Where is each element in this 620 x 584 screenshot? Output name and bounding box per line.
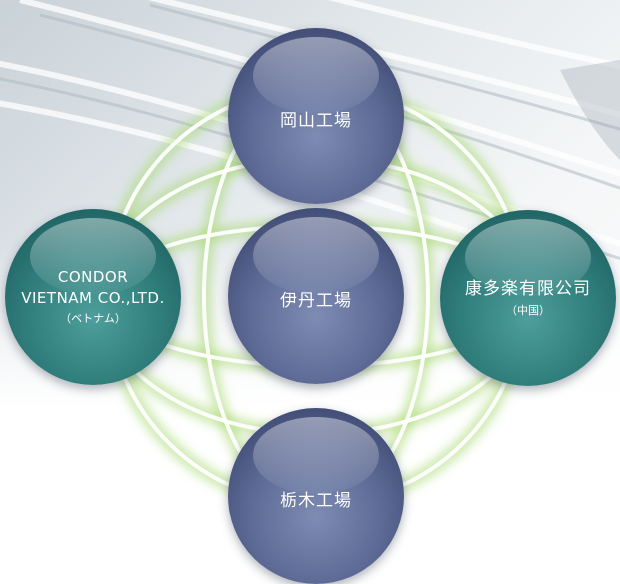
node-okayama-factory: 岡山工場 (228, 28, 404, 204)
node-vietnam-line2: VIETNAM CO.,LTD. (21, 289, 165, 308)
node-china-label: 康多楽有限公司 (465, 278, 591, 299)
node-itami-label: 伊丹工場 (280, 290, 352, 311)
node-vietnam-line1: CONDOR (57, 268, 129, 287)
node-tochigi-label: 栃木工場 (280, 490, 352, 511)
node-condor-vietnam: CONDOR VIETNAM CO.,LTD. （ベトナム） (5, 209, 181, 385)
node-china-sub: （中国） (506, 303, 550, 317)
node-vietnam-sub: （ベトナム） (60, 312, 126, 326)
node-tochigi-factory: 栃木工場 (228, 408, 404, 584)
node-china-company: 康多楽有限公司 （中国） (440, 210, 616, 386)
node-itami-factory: 伊丹工場 (228, 208, 404, 384)
node-okayama-label: 岡山工場 (280, 110, 352, 131)
